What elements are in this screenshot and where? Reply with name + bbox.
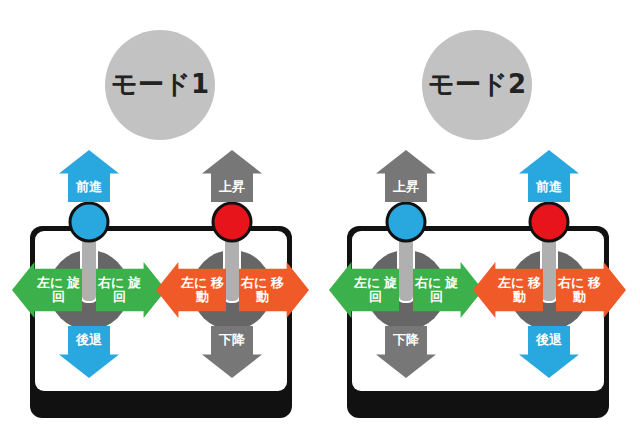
direction-label: 右に 旋回: [98, 276, 142, 305]
direction-arrow: 右に 旋回: [96, 262, 166, 318]
arrow-shape: [96, 262, 166, 318]
text-area: 左に 移動: [178, 269, 226, 312]
direction-arrow: 左に 移動: [156, 262, 226, 318]
arrow-shape: [329, 262, 399, 318]
mode-circle: モード1: [105, 30, 215, 140]
text-area: 左に 移動: [495, 269, 543, 312]
arrow-shape: [12, 262, 82, 318]
text-area: 右に 移動: [556, 269, 604, 312]
direction-arrow: 左に 旋回: [12, 262, 82, 318]
text-area: 右に 旋回: [413, 269, 461, 312]
direction-label: 前進: [536, 180, 562, 195]
direction-label: 上昇: [393, 180, 419, 195]
direction-arrow: 上昇: [202, 150, 262, 202]
mode-circle: モード2: [422, 30, 532, 140]
direction-label: 後退: [536, 333, 562, 348]
direction-arrow: 左に 移動: [473, 262, 543, 318]
text-area: 右に 旋回: [96, 269, 144, 312]
text-area: 下降: [211, 326, 253, 355]
text-area: モード1: [105, 30, 215, 140]
direction-arrow: 右に 旋回: [413, 262, 483, 318]
arrow-shape: [239, 262, 309, 318]
direction-label: 左に 移動: [497, 276, 541, 305]
direction-label: 下降: [393, 333, 419, 348]
direction-label: 前進: [76, 180, 102, 195]
text-area: 前進: [68, 173, 110, 202]
direction-arrow: 左に 旋回: [329, 262, 399, 318]
text-area: 右に 移動: [239, 269, 287, 312]
text-area: 左に 旋回: [34, 269, 82, 312]
text-area: 後退: [528, 326, 570, 355]
text-area: 後退: [68, 326, 110, 355]
mode-label: モード1: [111, 70, 209, 100]
arrow-shape: [156, 262, 226, 318]
direction-label: 左に 移動: [180, 276, 224, 305]
arrow-shape: [473, 262, 543, 318]
direction-label: 下降: [219, 333, 245, 348]
direction-arrow: 下降: [376, 326, 436, 378]
direction-label: 後退: [76, 333, 102, 348]
mode-label: モード2: [428, 70, 526, 100]
direction-arrow: 前進: [59, 150, 119, 202]
text-area: 上昇: [211, 173, 253, 202]
direction-arrow: 後退: [59, 326, 119, 378]
direction-arrow: 下降: [202, 326, 262, 378]
text-area: 前進: [528, 173, 570, 202]
direction-arrow: 後退: [519, 326, 579, 378]
direction-label: 左に 旋回: [353, 276, 397, 305]
arrow-shape: [556, 262, 626, 318]
text-area: モード2: [422, 30, 532, 140]
direction-arrow: 上昇: [376, 150, 436, 202]
direction-arrow: 右に 移動: [556, 262, 626, 318]
direction-label: 右に 旋回: [415, 276, 459, 305]
text-area: 下降: [385, 326, 427, 355]
direction-label: 上昇: [219, 180, 245, 195]
text-area: 上昇: [385, 173, 427, 202]
direction-label: 右に 移動: [558, 276, 602, 305]
direction-arrow: 右に 移動: [239, 262, 309, 318]
text-area: 左に 旋回: [351, 269, 399, 312]
direction-arrow: 前進: [519, 150, 579, 202]
direction-label: 右に 移動: [241, 276, 285, 305]
arrow-shape: [413, 262, 483, 318]
direction-label: 左に 旋回: [36, 276, 80, 305]
